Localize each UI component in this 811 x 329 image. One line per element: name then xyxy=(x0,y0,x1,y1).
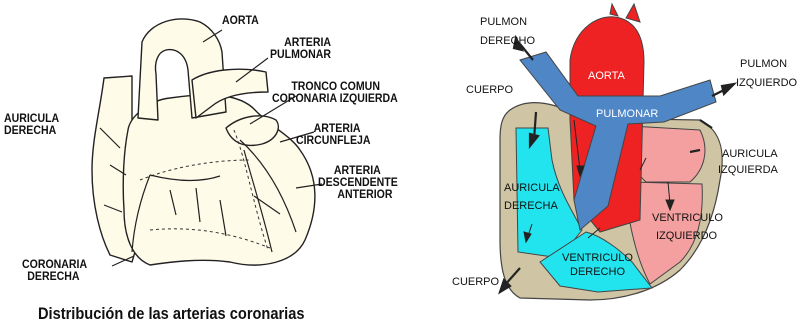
label-ventriculo-izquierdo: VENTRICULO IZQUIERDO xyxy=(652,212,723,242)
pulmonary-artery-shape xyxy=(191,68,269,119)
label-coronaria-derecha: CORONARIA DERECHA xyxy=(22,257,88,283)
label-tronco-comun: TRONCO COMUN CORONARIA IZQUIERDA xyxy=(272,79,398,105)
label-pulmon-izquierdo: PULMON IZQUIERDO xyxy=(736,58,798,89)
label-cuerpo-bottom: CUERPO xyxy=(452,276,500,288)
label-aorta-right: AORTA xyxy=(588,70,625,82)
label-aorta: AORTA xyxy=(222,13,259,27)
label-arteria-descendente: ARTERIA DESCENDENTE ANTERIOR xyxy=(318,163,398,201)
label-arteria-circunfleja: ARTERIA CIRCUNFLEJA xyxy=(296,121,371,147)
pulmonary-artery-shape xyxy=(519,51,717,231)
figure-caption: Distribución de las arterias coronarias xyxy=(38,304,305,323)
left-ventricle-shape xyxy=(627,181,703,285)
label-ventriculo-derecho: VENTRICULO DERECHO xyxy=(562,252,633,278)
right-ventricle-shape xyxy=(539,231,653,293)
label-auricula-derecha: AURICULA DERECHA xyxy=(4,111,60,137)
label-arteria-pulmonar: ARTERIA PULMONAR xyxy=(270,35,332,61)
label-pulmonar: PULMONAR xyxy=(596,108,659,120)
label-auricula-izquierda: AURICULA IZQUIERDA xyxy=(718,148,778,176)
label-pulmon-derecho: PULMON DERECHO xyxy=(480,16,536,47)
left-atrium-shape xyxy=(225,115,280,147)
label-cuerpo-top: CUERPO xyxy=(466,84,514,96)
label-auricula-derecha-right: AURICULA DERECHA xyxy=(504,182,560,212)
